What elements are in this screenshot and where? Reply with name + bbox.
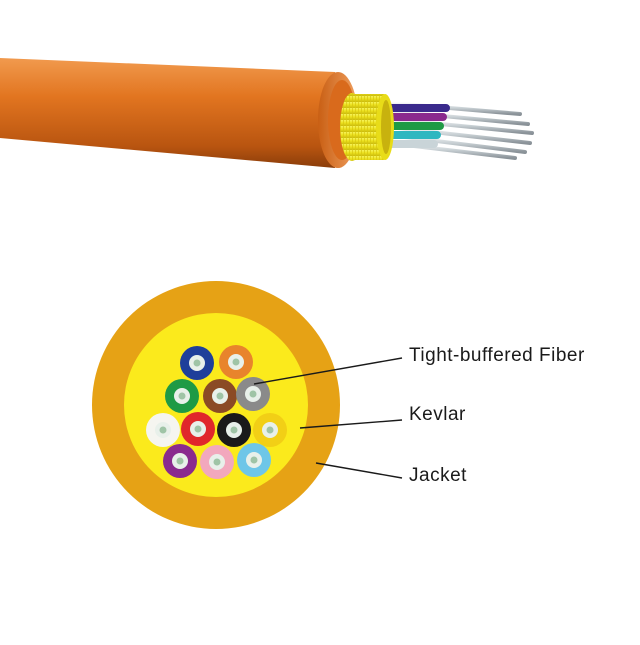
buffered-strand [380, 113, 447, 121]
tight-buffered-fibers [146, 345, 287, 479]
jacket-leader-line [315, 462, 403, 479]
fiber-blue [180, 346, 214, 380]
kevlar-leader-line [299, 419, 403, 429]
cable-jacket [0, 58, 335, 168]
buffered-fiber-strands [380, 104, 450, 148]
buffered-strand [380, 104, 450, 112]
fiber-red [181, 412, 215, 446]
jacket-label: Jacket [409, 465, 467, 486]
fiber-black [217, 413, 251, 447]
leader-lines [253, 357, 403, 479]
cable-cross-section [92, 281, 340, 529]
fiber-brown [203, 379, 237, 413]
fiber-aqua [237, 443, 271, 477]
tight-buffered-fiber-label: Tight-buffered Fiber [409, 345, 585, 366]
buffered-strand [380, 122, 444, 130]
fiber-green [165, 379, 199, 413]
cable-side-view [0, 58, 534, 168]
fiber-rose [200, 445, 234, 479]
fiber-orange [219, 345, 253, 379]
buffered-strand [380, 131, 441, 139]
fiber-white [146, 413, 180, 447]
kevlar-sleeve [340, 93, 394, 161]
fiber-slate [236, 377, 270, 411]
fiber-leader-line [253, 357, 403, 385]
fiber-yellow [253, 413, 287, 447]
buffered-strand [380, 140, 438, 148]
fiber-violet [163, 444, 197, 478]
kevlar-label: Kevlar [409, 404, 466, 425]
